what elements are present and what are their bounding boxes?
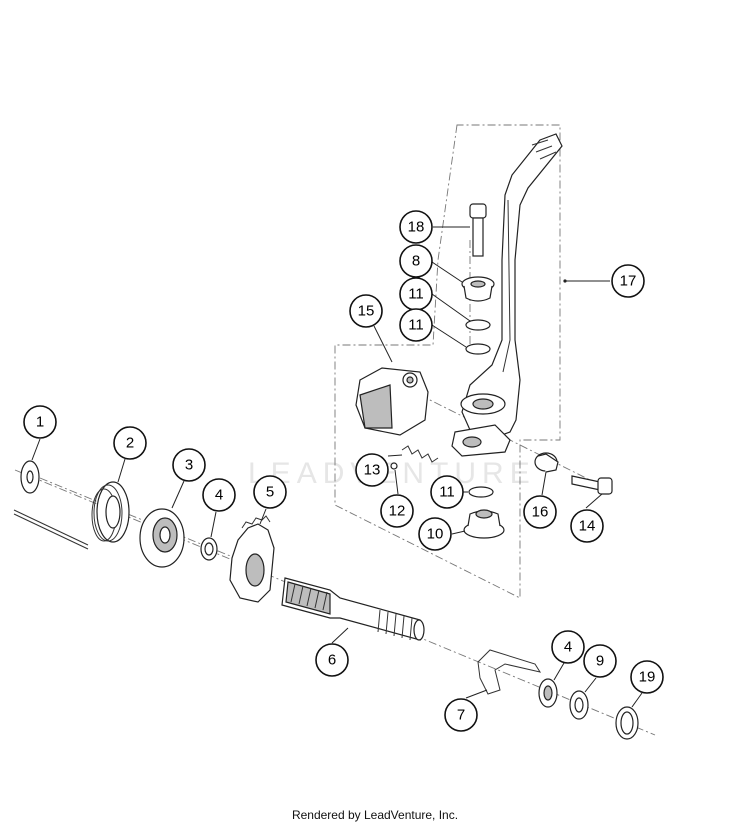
svg-text:16: 16	[532, 504, 549, 521]
kick-shaft-6	[281, 577, 425, 641]
svg-text:15: 15	[358, 303, 375, 320]
callout-17: 17	[611, 264, 645, 298]
kick-gear-5	[229, 515, 275, 603]
callout-16: 16	[523, 495, 557, 529]
washer-9	[569, 690, 589, 720]
spring-clip-7	[477, 649, 542, 695]
callout-2: 2	[113, 426, 147, 460]
bolt-14	[571, 475, 613, 495]
lever-lower-arm	[451, 424, 511, 457]
callout-3: 3	[172, 448, 206, 482]
circlip-19	[615, 706, 639, 740]
ball-12	[390, 462, 398, 470]
svg-text:10: 10	[427, 526, 444, 543]
callout-11-upper: 11	[399, 277, 433, 311]
spring-13	[401, 445, 439, 463]
bushing-8	[461, 276, 495, 302]
svg-text:9: 9	[596, 653, 604, 670]
callout-8: 8	[399, 244, 433, 278]
watermark-text: LEADVENTURE	[248, 457, 536, 490]
svg-text:17: 17	[620, 273, 637, 290]
svg-text:6: 6	[328, 652, 336, 669]
svg-text:3: 3	[185, 457, 193, 474]
footer-credit: Rendered by LeadVenture, Inc.	[291, 808, 459, 822]
callout-7: 7	[444, 698, 478, 732]
svg-text:11: 11	[408, 286, 424, 303]
svg-text:14: 14	[579, 518, 596, 535]
leader-lines	[31, 226, 643, 708]
svg-text:13: 13	[364, 462, 381, 479]
svg-text:5: 5	[266, 484, 274, 501]
callout-12: 12	[380, 494, 414, 528]
svg-text:1: 1	[36, 414, 44, 431]
washer-1	[20, 460, 40, 494]
svg-text:7: 7	[457, 707, 465, 724]
o-ring-11-middle	[465, 343, 491, 355]
callout-18: 18	[399, 210, 433, 244]
callout-11-middle: 11	[399, 308, 433, 342]
svg-text:4: 4	[564, 639, 572, 656]
svg-text:18: 18	[408, 219, 425, 236]
svg-text:12: 12	[389, 503, 406, 520]
callout-13: 13	[355, 453, 389, 487]
callout-4-right: 4	[551, 630, 585, 664]
callout-15: 15	[349, 294, 383, 328]
svg-text:11: 11	[439, 484, 455, 501]
callout-10: 10	[418, 517, 452, 551]
washer-4-right	[538, 678, 558, 708]
o-ring-11-lower	[468, 486, 494, 498]
spring-guide-3	[139, 508, 185, 568]
washer-4-left	[200, 537, 218, 561]
bushing-16	[534, 452, 559, 473]
o-ring-11-upper	[465, 319, 491, 331]
svg-text:11: 11	[408, 317, 424, 334]
callout-14: 14	[570, 509, 604, 543]
svg-text:19: 19	[639, 669, 656, 686]
callout-1: 1	[23, 405, 57, 439]
callout-11-lower: 11	[430, 475, 464, 509]
torsion-spring-2	[13, 481, 130, 550]
svg-text:2: 2	[126, 435, 134, 452]
callout-6: 6	[315, 643, 349, 677]
callout-5: 5	[253, 475, 287, 509]
svg-text:8: 8	[412, 253, 420, 270]
svg-text:4: 4	[215, 487, 223, 504]
callout-4-left: 4	[202, 478, 236, 512]
callout-19: 19	[630, 660, 664, 694]
bushing-10	[463, 509, 505, 539]
block-15	[355, 367, 429, 436]
bolt-18	[469, 203, 487, 257]
callout-9: 9	[583, 644, 617, 678]
